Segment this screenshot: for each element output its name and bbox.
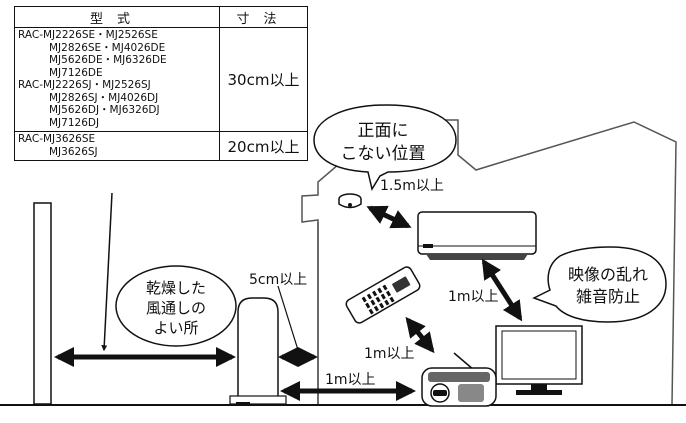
model-list: RAC-MJ2226SE・MJ2526SE MJ2826SE・MJ4026DE …	[14, 27, 220, 132]
model-line: RAC-MJ2226SJ・MJ2526SJ	[18, 79, 151, 91]
outdoor-callout-line1: 乾燥した	[146, 279, 206, 297]
detector-callout-line1: 正面に	[358, 121, 409, 141]
left-wall	[33, 202, 52, 405]
ac-to-tv-arrow	[481, 258, 523, 322]
model-line: MJ2826SE・MJ4026DE	[49, 41, 166, 54]
radio-cassette	[421, 352, 497, 407]
model-line: RAC-MJ3626SE	[18, 133, 96, 145]
model-line: MJ7126DJ	[49, 116, 100, 129]
tv-set	[495, 325, 583, 395]
unit-to-radio-distance: 1m以上	[325, 372, 376, 388]
model-line: RAC-MJ2226SE・MJ2526SE	[18, 29, 158, 41]
detector-to-ac-distance: 1.5m以上	[380, 178, 444, 194]
model-line: MJ7126DE	[49, 66, 103, 79]
indoor-ac-unit	[417, 211, 537, 260]
model-column-header: 型式	[14, 6, 220, 28]
outdoor-location-callout: 乾燥した 風通しの よい所	[115, 265, 237, 347]
remote-control	[345, 266, 421, 324]
table-row: RAC-MJ2226SE・MJ2526SE MJ2826SE・MJ4026DE …	[14, 27, 308, 132]
clearance-value: 20cm以上	[219, 131, 308, 161]
outdoor-callout-line2: 風通しの	[146, 299, 206, 317]
clearance-value: 30cm以上	[219, 27, 308, 132]
model-line: MJ3626SJ	[49, 145, 98, 158]
model-line: MJ5626DJ・MJ6326DJ	[49, 104, 160, 116]
remote-to-radio-arrow	[405, 316, 435, 354]
detector-callout: 正面に こない位置	[313, 104, 457, 191]
model-line: MJ5626DE・MJ6326DE	[49, 54, 167, 66]
tv-callout-line1: 映像の乱れ	[568, 265, 648, 284]
unit-to-wall-distance: 5cm以上	[249, 272, 307, 288]
tv-callout-line2: 雑音防止	[576, 287, 640, 306]
model-line: MJ2826SJ・MJ4026DJ	[49, 91, 159, 104]
outdoor-callout-line3: よい所	[153, 319, 198, 337]
outdoor-unit	[229, 297, 287, 406]
size-column-header: 寸法	[219, 6, 308, 28]
ac-to-tv-distance: 1m以上	[448, 289, 499, 305]
ceiling-detector	[338, 193, 362, 209]
remote-to-radio-distance: 1m以上	[364, 346, 415, 362]
spec-table: 型式 寸法 RAC-MJ2226SE・MJ2526SE MJ2826SE・MJ4…	[14, 6, 308, 161]
table-leader-line	[101, 192, 113, 352]
wall-leader-line	[277, 285, 299, 351]
tv-callout: 映像の乱れ 雑音防止	[532, 246, 667, 323]
spec-table-header: 型式 寸法	[14, 6, 308, 28]
model-list: RAC-MJ3626SE MJ3626SJ	[14, 131, 220, 161]
detector-to-ac-arrow	[366, 205, 412, 229]
table-row: RAC-MJ3626SE MJ3626SJ 20cm以上	[14, 131, 308, 161]
detector-callout-line2: こない位置	[341, 144, 426, 164]
